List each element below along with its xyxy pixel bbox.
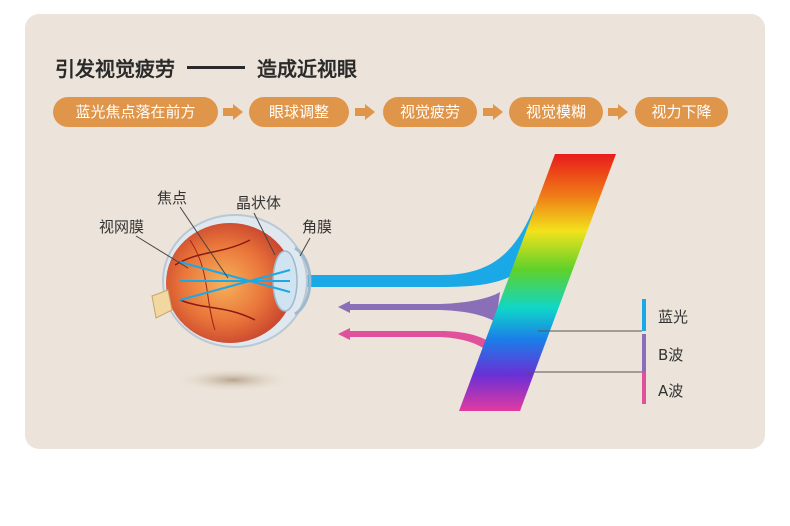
b-wave-beam bbox=[350, 292, 500, 322]
legend-b-wave: B波 bbox=[658, 346, 684, 364]
label-focus: 焦点 bbox=[157, 189, 188, 207]
step-pill-1: 蓝光焦点落在前方 bbox=[53, 97, 218, 127]
eye-shadow bbox=[173, 368, 293, 392]
title-left: 引发视觉疲劳 bbox=[55, 56, 175, 81]
content-card bbox=[25, 14, 765, 449]
legend-bar-awave bbox=[642, 372, 646, 404]
a-wave-arrowhead bbox=[338, 328, 350, 340]
eye-ball bbox=[166, 223, 294, 343]
step-pill-5: 视力下降 bbox=[635, 97, 728, 127]
legend-bar-blue bbox=[642, 299, 646, 331]
a-wave-beam bbox=[350, 331, 490, 350]
label-lens: 晶状体 bbox=[236, 194, 282, 212]
legend-a-wave: A波 bbox=[658, 382, 684, 400]
eye-cornea bbox=[294, 246, 312, 316]
legend-blue-light: 蓝光 bbox=[658, 308, 689, 326]
arrow-right-icon bbox=[483, 104, 503, 120]
blue-light-beam bbox=[290, 205, 535, 287]
label-cornea: 角膜 bbox=[302, 218, 333, 236]
page-title: 引发视觉疲劳 造成近视眼 bbox=[55, 54, 357, 81]
step-pill-4: 视觉模糊 bbox=[509, 97, 603, 127]
title-right: 造成近视眼 bbox=[257, 56, 357, 81]
optic-nerve bbox=[151, 289, 173, 319]
step-pill-2: 眼球调整 bbox=[249, 97, 349, 127]
arrow-right-icon bbox=[223, 104, 243, 120]
b-wave-arrowhead bbox=[338, 301, 350, 313]
step-pill-3: 视觉疲劳 bbox=[383, 97, 477, 127]
spectrum-band bbox=[459, 154, 616, 411]
title-dash bbox=[187, 65, 245, 69]
label-retina: 视网膜 bbox=[99, 218, 145, 236]
arrow-right-icon bbox=[355, 104, 375, 120]
arrow-right-icon bbox=[608, 104, 628, 120]
legend-bar-bwave bbox=[642, 334, 646, 372]
